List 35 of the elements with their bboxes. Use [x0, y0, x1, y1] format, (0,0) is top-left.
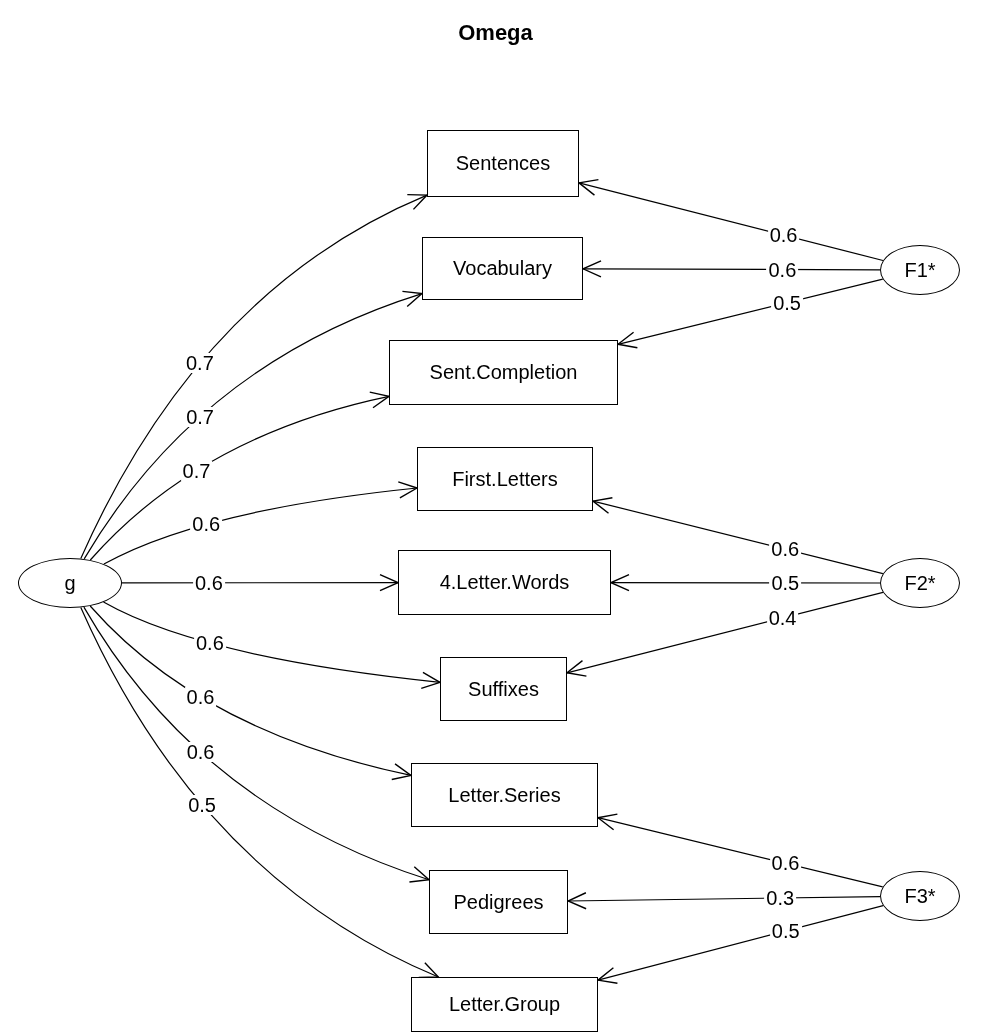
- factor-ellipse: F1*: [880, 245, 960, 295]
- edge-label: 0.5: [186, 794, 218, 815]
- edge-label: 0.7: [184, 406, 216, 427]
- arrow: [102, 601, 441, 689]
- arrow: [103, 481, 418, 565]
- variable-box: Sent.Completion: [389, 340, 618, 405]
- variable-box: Letter.Series: [411, 763, 598, 827]
- edge-label: 0.4: [766, 608, 799, 628]
- variable-box: Vocabulary: [422, 237, 583, 300]
- edge-label: 0.3: [764, 888, 797, 908]
- arrow: [597, 813, 884, 888]
- arrow: [80, 194, 428, 560]
- arrow: [80, 606, 440, 978]
- edge-label: 0.6: [184, 687, 217, 707]
- variable-box: Sentences: [427, 130, 579, 197]
- variable-box: 4.Letter.Words: [398, 550, 611, 615]
- diagram-title: Omega: [457, 20, 534, 46]
- arrow: [566, 591, 884, 677]
- variable-box: Pedigrees: [429, 870, 568, 934]
- arrow: [578, 178, 884, 262]
- arrow: [597, 905, 884, 984]
- arrow: [83, 291, 423, 560]
- edge-label: 0.7: [180, 460, 213, 481]
- edge-label: 0.7: [184, 353, 216, 374]
- arrow: [582, 260, 881, 278]
- factor-ellipse: F3*: [880, 871, 960, 921]
- edge-label: 0.6: [184, 742, 217, 763]
- variable-box: Letter.Group: [411, 977, 598, 1032]
- arrow: [592, 497, 884, 575]
- factor-ellipse: F2*: [880, 558, 960, 608]
- arrow: [83, 606, 430, 883]
- arrow: [567, 892, 881, 910]
- variable-box: Suffixes: [440, 657, 567, 721]
- factor-ellipse: g: [18, 558, 122, 608]
- variable-box: First.Letters: [417, 447, 593, 511]
